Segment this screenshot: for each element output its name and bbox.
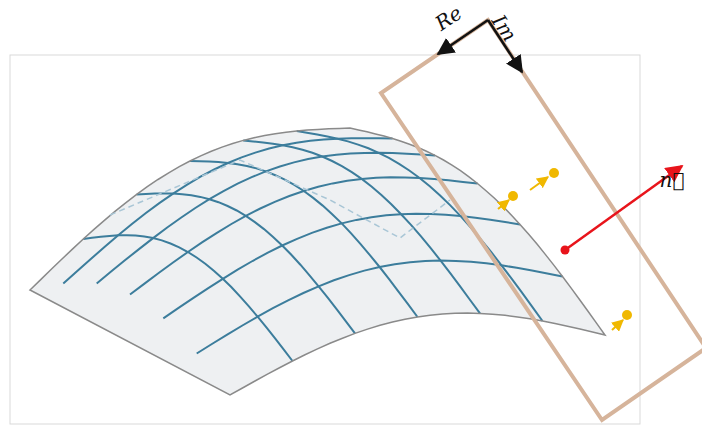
mesh-line xyxy=(30,128,605,395)
axis-label: Re xyxy=(431,2,464,34)
mesh-line xyxy=(243,140,480,313)
mesh-line xyxy=(197,261,563,354)
vector-label: n⃗ xyxy=(660,170,685,190)
projection-plane xyxy=(381,20,702,420)
mesh-line xyxy=(137,193,355,333)
mesh-line xyxy=(63,138,392,283)
mesh-line xyxy=(110,160,450,238)
axis-label: Im xyxy=(488,11,520,44)
gridshell-mesh xyxy=(30,128,605,395)
mesh-line xyxy=(297,131,543,321)
mesh-line xyxy=(30,128,605,395)
panel xyxy=(10,55,640,424)
charge-pins xyxy=(498,168,632,330)
mesh-line xyxy=(83,235,292,361)
mesh-line xyxy=(163,214,520,319)
normal-origin xyxy=(561,246,570,255)
